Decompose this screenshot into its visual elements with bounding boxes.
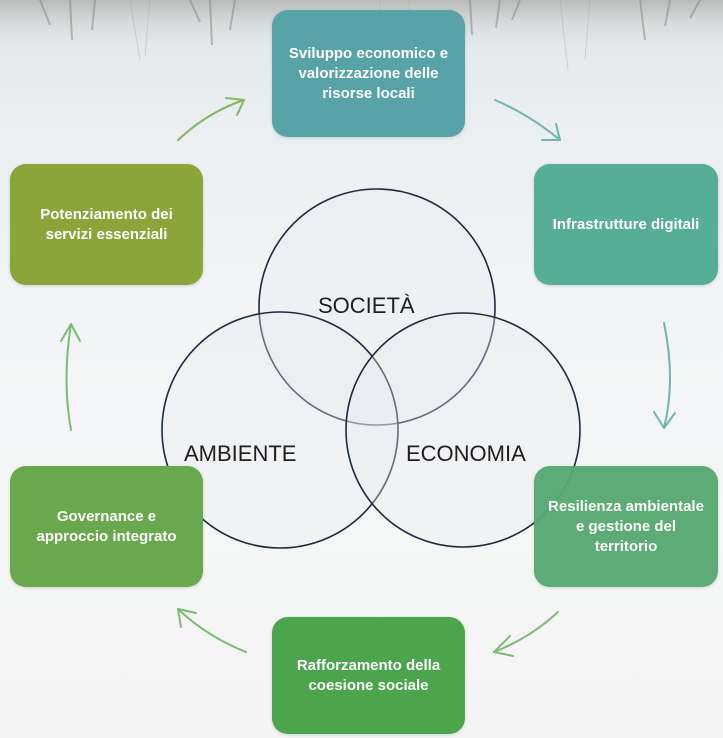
arrow-top-to-right [494, 99, 561, 141]
venn-label-environment: AMBIENTE [184, 441, 297, 466]
step-box-bottom: Rafforzamento della coesione sociale [272, 617, 465, 734]
venn-label-society: SOCIETÀ [318, 293, 415, 318]
step-box-left-upper: Potenziamento dei servizi essenziali [10, 164, 203, 285]
arrow-left-to-top [177, 97, 245, 141]
step-box-right-upper: Infrastrutture digitali [534, 164, 718, 285]
step-box-left-lower: Governance e approccio integrato [10, 466, 203, 587]
arrow-right-to-bottom [493, 611, 559, 657]
arrow-left-up [60, 323, 81, 431]
arrow-bottom-to-left [177, 608, 247, 653]
venn-circle-society [258, 188, 496, 426]
arrow-right-down [653, 322, 676, 429]
venn-label-economy: ECONOMIA [406, 441, 526, 466]
step-box-right-lower: Resilienza ambientale e gestione del ter… [534, 466, 718, 587]
venn-circle-environment [161, 311, 399, 549]
step-box-top: Sviluppo economico e valorizzazione dell… [272, 10, 465, 137]
venn-circle-economy [345, 312, 581, 548]
